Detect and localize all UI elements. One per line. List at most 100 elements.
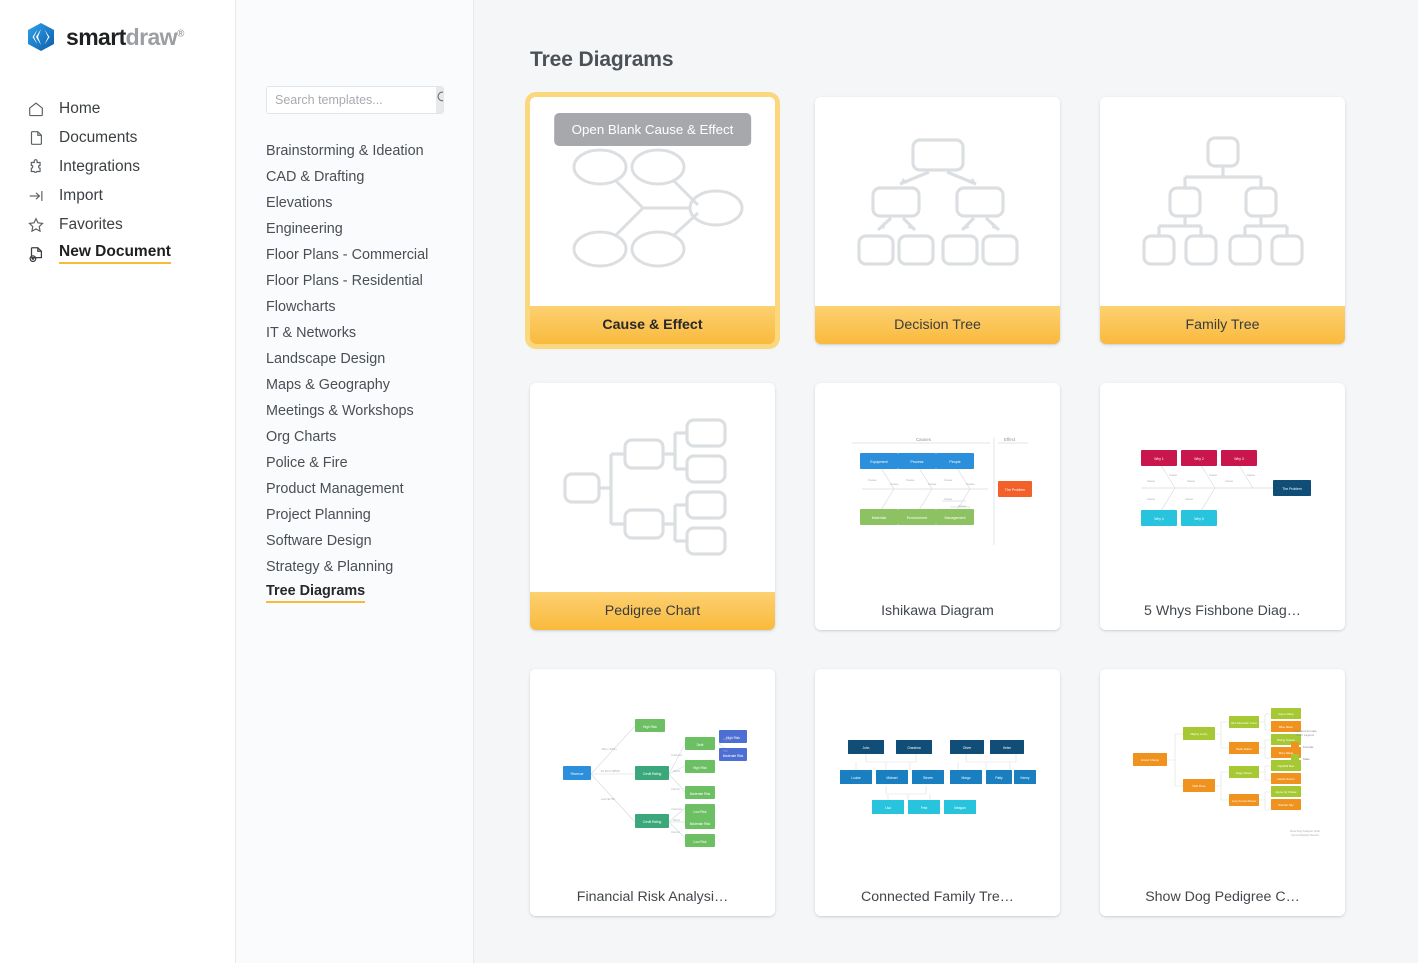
svg-text:Moderate Risk: Moderate Risk — [722, 754, 743, 758]
svg-text:Color Legend: Color Legend — [1295, 733, 1313, 737]
template-caption: Connected Family Tre… — [815, 878, 1060, 916]
svg-text:Wild Rose: Wild Rose — [1192, 784, 1206, 788]
category-label: Software Design — [266, 533, 372, 549]
category-engineering[interactable]: Engineering — [236, 216, 473, 242]
svg-text:Oliver: Oliver — [962, 746, 971, 750]
category-label: Floor Plans - Commercial — [266, 247, 429, 263]
svg-text:Cause: Cause — [1225, 479, 1234, 483]
svg-text:Ziggy Dipper: Ziggy Dipper — [1235, 771, 1251, 775]
svg-text:The Problem: The Problem — [1282, 487, 1302, 491]
cause-effect-wireframe-icon — [572, 148, 743, 267]
search-input[interactable] — [267, 87, 436, 113]
svg-text:The Problem: The Problem — [1004, 488, 1025, 492]
nav-item-documents[interactable]: Documents — [0, 123, 235, 152]
category-floor-plans-commercial[interactable]: Floor Plans - Commercial — [236, 242, 473, 268]
template-card-ishikawa-diagram[interactable]: Causes Effect — [815, 383, 1060, 630]
svg-text:Lucy Forest Flower: Lucy Forest Flower — [1231, 799, 1256, 803]
category-product-management[interactable]: Product Management — [236, 476, 473, 502]
svg-text:Cause: Cause — [906, 478, 915, 482]
svg-text:High: High — [723, 737, 729, 741]
category-label: Product Management — [266, 481, 404, 497]
category-label: CAD & Drafting — [266, 169, 365, 185]
nav-label-new-document: New Document — [59, 243, 171, 264]
template-caption: Cause & Effect — [530, 306, 775, 344]
template-thumbnail: Grand Champ Mighty Lucky Wild Rose Rex M… — [1100, 669, 1345, 878]
svg-text:Belle Isabel: Belle Isabel — [1236, 747, 1251, 751]
template-card-financial-risk-analysis[interactable]: Revenue High Risk Credit Rating Credit R… — [530, 669, 775, 916]
brand-smart: smart — [66, 23, 126, 50]
svg-text:Fred: Fred — [920, 806, 927, 810]
open-blank-button[interactable]: Open Blank Cause & Effect — [553, 113, 752, 146]
template-card-pedigree-chart[interactable]: Pedigree Chart — [530, 383, 775, 630]
category-strategy-planning[interactable]: Strategy & Planning — [236, 554, 473, 580]
svg-text:Nightfall Max: Nightfall Max — [1277, 764, 1294, 768]
category-flowcharts[interactable]: Flowcharts — [236, 294, 473, 320]
search-icon — [436, 90, 443, 110]
svg-text:Patty: Patty — [995, 776, 1003, 780]
category-meetings-workshops[interactable]: Meetings & Workshops — [236, 398, 473, 424]
nav-item-integrations[interactable]: Integrations — [0, 152, 235, 181]
brand-draw: draw — [125, 23, 178, 50]
nav-item-home[interactable]: Home — [0, 94, 235, 123]
home-icon — [26, 99, 45, 118]
svg-text:Aspen Misty: Aspen Misty — [1278, 712, 1294, 716]
svg-text:Cause: Cause — [928, 482, 937, 486]
template-caption: Financial Risk Analysi… — [530, 878, 775, 916]
template-card-family-tree[interactable]: Family Tree — [1100, 97, 1345, 344]
template-caption: Ishikawa Diagram — [815, 592, 1060, 630]
svg-text:Margo: Margo — [961, 776, 970, 780]
nav-item-import[interactable]: Import — [0, 181, 235, 210]
svg-text:Revenue: Revenue — [570, 772, 583, 776]
page-title: Tree Diagrams — [530, 48, 674, 71]
category-maps-geography[interactable]: Maps & Geography — [236, 372, 473, 398]
category-org-charts[interactable]: Org Charts — [236, 424, 473, 450]
svg-text:>$1m / $1M+: >$1m / $1M+ — [601, 747, 617, 751]
category-landscape-design[interactable]: Landscape Design — [236, 346, 473, 372]
svg-text:Helen: Helen — [1002, 746, 1011, 750]
svg-text:People: People — [949, 460, 960, 464]
smartdraw-logo-icon — [26, 22, 56, 52]
brand-header: smartdraw® — [0, 14, 235, 58]
category-tree-diagrams[interactable]: Tree Diagrams — [236, 580, 473, 606]
category-label: IT & Networks — [266, 325, 357, 341]
category-project-planning[interactable]: Project Planning — [236, 502, 473, 528]
svg-text:Cause: Cause — [890, 482, 899, 486]
svg-text:Blue Skies: Blue Skies — [1279, 725, 1293, 729]
svg-text:Direct: Direct — [673, 769, 680, 773]
svg-text:Grandma: Grandma — [907, 746, 921, 750]
template-card-cause-effect[interactable]: Open Blank Cause & Effect — [530, 97, 775, 344]
svg-text:Lisa: Lisa — [885, 806, 891, 810]
svg-text:Why 4: Why 4 — [1154, 517, 1164, 521]
category-cad-drafting[interactable]: CAD & Drafting — [236, 164, 473, 190]
nav-item-new-document[interactable]: New Document — [0, 239, 235, 268]
svg-text:High Risk: High Risk — [693, 766, 707, 770]
svg-text:Moderate Risk: Moderate Risk — [689, 822, 710, 826]
category-elevations[interactable]: Elevations — [236, 190, 473, 216]
category-police-fire[interactable]: Police & Fire — [236, 450, 473, 476]
category-it-networks[interactable]: IT & Networks — [236, 320, 473, 346]
template-thumbnail — [815, 97, 1060, 306]
category-software-design[interactable]: Software Design — [236, 528, 473, 554]
decision-tree-wireframe-icon — [856, 137, 1019, 266]
svg-text:Mighty Lucky: Mighty Lucky — [1190, 732, 1207, 736]
search-templates-box[interactable] — [266, 86, 444, 114]
category-floor-plans-residential[interactable]: Floor Plans - Residential — [236, 268, 473, 294]
svg-text:Cause: Cause — [958, 504, 967, 508]
template-card-decision-tree[interactable]: Decision Tree — [815, 97, 1060, 344]
category-label: Project Planning — [266, 507, 371, 523]
template-card-show-dog-pedigree[interactable]: Grand Champ Mighty Lucky Wild Rose Rex M… — [1100, 669, 1345, 916]
nav-item-favorites[interactable]: Favorites — [0, 210, 235, 239]
category-brainstorming-ideation[interactable]: Brainstorming & Ideation — [236, 138, 473, 164]
svg-text:Equipment: Equipment — [870, 460, 887, 464]
svg-text:Y/N: Y/N — [723, 749, 728, 753]
ishikawa-preview-icon: Causes Effect — [851, 436, 1032, 545]
category-label: Tree Diagrams — [266, 583, 366, 603]
search-button[interactable] — [436, 87, 443, 113]
svg-text:Steven: Steven — [923, 776, 933, 780]
svg-text:$1.4M to $850K: $1.4M to $850K — [601, 769, 620, 773]
